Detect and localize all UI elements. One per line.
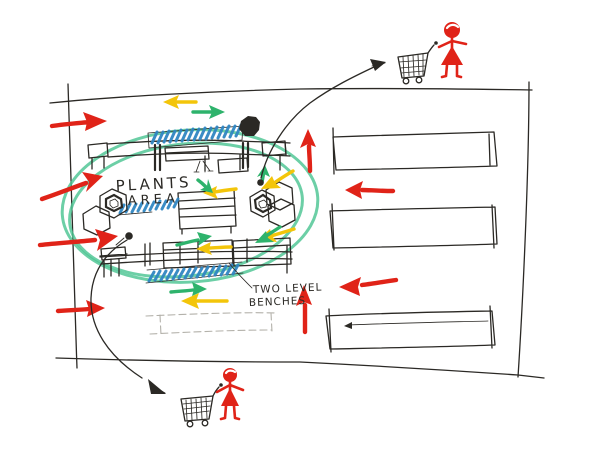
mini-bench-hatch bbox=[117, 197, 180, 216]
gondola-shelf-2 bbox=[329, 203, 498, 251]
ink-scribble-block bbox=[239, 116, 260, 136]
ellipse-stroke-inner bbox=[68, 141, 304, 279]
yellow-arrow-right-upper bbox=[261, 169, 295, 189]
red-aisle-arrow-up-1 bbox=[300, 129, 316, 174]
green-arrow-bottom bbox=[169, 282, 207, 296]
route-start-dot-top bbox=[257, 179, 264, 186]
red-entry-arrow-2 bbox=[39, 172, 103, 202]
shopper-stick-figure-top bbox=[437, 22, 468, 79]
red-entry-arrow-4 bbox=[55, 300, 105, 317]
benches-note-line1: TWO LEVEL bbox=[252, 282, 323, 296]
boundary-bottom bbox=[55, 357, 545, 379]
plants-area-label: PLANTS AREA bbox=[115, 173, 192, 209]
middle-shelf-table bbox=[177, 189, 237, 235]
yellow-arrow-top bbox=[163, 95, 198, 109]
yellow-arrow-mid-upper bbox=[203, 186, 238, 199]
red-entry-arrow-3 bbox=[37, 229, 125, 251]
red-aisle-arrow-left-2 bbox=[339, 277, 399, 296]
boundary-right bbox=[517, 81, 530, 378]
gondola-shelf-3 bbox=[325, 305, 496, 353]
hex-display-tables-right bbox=[249, 181, 296, 228]
plants-area-label-line1: PLANTS bbox=[115, 173, 192, 195]
gondola-shelf-1 bbox=[332, 127, 498, 175]
green-arrow-right-lower bbox=[255, 225, 282, 243]
green-arrow-center bbox=[175, 232, 212, 247]
green-arrow-top bbox=[191, 105, 225, 119]
hex-display-tables-left bbox=[82, 188, 128, 236]
boundary-top bbox=[49, 87, 533, 104]
green-arrow-mid-upper bbox=[196, 178, 213, 193]
shopping-cart-icon-bottom bbox=[180, 383, 223, 428]
top-bench-row bbox=[87, 123, 291, 174]
red-entry-arrow-1 bbox=[49, 112, 107, 131]
pencil-shelf-row bbox=[145, 312, 278, 336]
yellow-arrow-bottom bbox=[181, 293, 229, 309]
yellow-arrow-center bbox=[196, 242, 233, 255]
benches-note-line2: BENCHES bbox=[249, 295, 307, 309]
route-to-cart-bottom bbox=[90, 239, 166, 394]
route-to-cart-top bbox=[260, 59, 386, 179]
store-boundary bbox=[49, 81, 545, 379]
shopping-cart-icon-top bbox=[397, 41, 438, 85]
bench-hatch-bottom bbox=[145, 261, 244, 284]
bench-canopy-hatch bbox=[147, 123, 244, 149]
plants-area-label-line2: AREA bbox=[127, 191, 179, 209]
shopper-stick-figure-bottom bbox=[215, 368, 245, 421]
shelf-inner-arrow bbox=[344, 322, 352, 329]
red-aisle-arrow-up-2 bbox=[296, 285, 312, 335]
benches-note: TWO LEVEL BENCHES bbox=[228, 262, 323, 309]
route-start-dot-bottom bbox=[125, 232, 133, 240]
red-aisle-arrow-left-1 bbox=[345, 181, 396, 199]
note-pointer-line bbox=[228, 262, 253, 289]
